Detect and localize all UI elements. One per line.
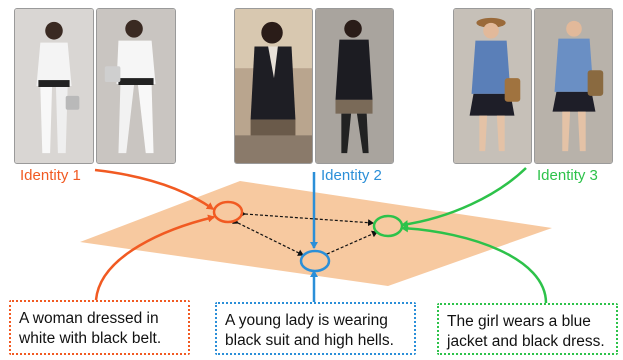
identity-1-photo-left xyxy=(14,8,94,164)
identity-1-caption-arrow xyxy=(94,214,215,301)
identity-1-label: Identity 1 xyxy=(20,167,81,184)
identity-2-caption-line-1: A young lady is wearing xyxy=(225,312,388,329)
identity-3-photo-left xyxy=(453,8,532,164)
identity-3-label: Identity 3 xyxy=(537,167,598,184)
identity-2-node xyxy=(299,249,331,273)
identity-3-caption-line-2: jacket and black dress. xyxy=(447,333,605,350)
identity-3-image-arrow xyxy=(401,167,527,229)
identity-3-caption: The girl wears a blue jacket and black d… xyxy=(437,303,618,355)
identity-1-image-arrow xyxy=(94,168,214,211)
identity-1-caption-line-2: white with black belt. xyxy=(19,330,162,347)
identity-3-photo-right xyxy=(534,8,613,164)
identity-1-node xyxy=(212,200,244,224)
identity-3-caption-line-1: The girl wears a blue xyxy=(447,313,591,330)
identity-2-caption-line-2: black suit and high hells. xyxy=(225,332,394,349)
relation-1-3-arrow xyxy=(239,210,374,227)
identity-3-caption-arrow xyxy=(401,224,548,304)
identity-2-label: Identity 2 xyxy=(321,167,382,184)
identity-2-photo-right xyxy=(315,8,394,164)
embedding-plane xyxy=(80,181,552,286)
identity-1-photo-right xyxy=(96,8,176,164)
relation-2-3-arrow xyxy=(321,230,378,260)
identity-1-caption: A woman dressed in white with black belt… xyxy=(9,300,190,355)
relation-1-2-arrow xyxy=(231,217,304,256)
identity-1-caption-line-1: A woman dressed in xyxy=(19,310,159,327)
identity-2-caption: A young lady is wearing black suit and h… xyxy=(215,302,416,355)
identity-3-node xyxy=(372,214,404,238)
identity-2-photo-left xyxy=(234,8,313,164)
